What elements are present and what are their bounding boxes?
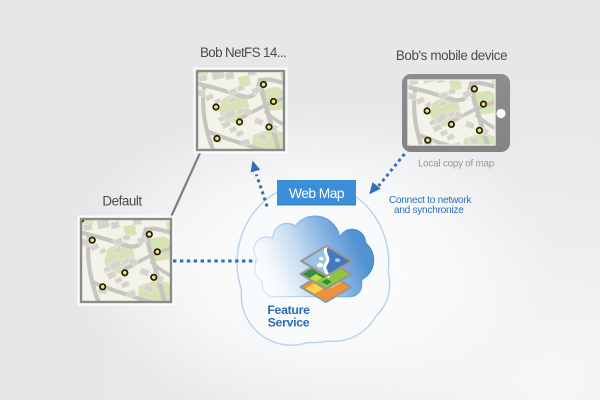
- svg-text:Default: Default: [102, 194, 142, 209]
- svg-text:Connect to network: Connect to network: [389, 195, 473, 206]
- svg-text:Web Map: Web Map: [289, 186, 345, 201]
- svg-text:Service: Service: [268, 316, 310, 330]
- svg-text:Bob's mobile device: Bob's mobile device: [396, 48, 507, 63]
- svg-text:and synchronize: and synchronize: [394, 205, 464, 216]
- svg-text:Bob NetFS 14...: Bob NetFS 14...: [200, 45, 286, 60]
- svg-text:Local copy of map: Local copy of map: [418, 159, 495, 170]
- svg-text:Feature: Feature: [267, 303, 310, 317]
